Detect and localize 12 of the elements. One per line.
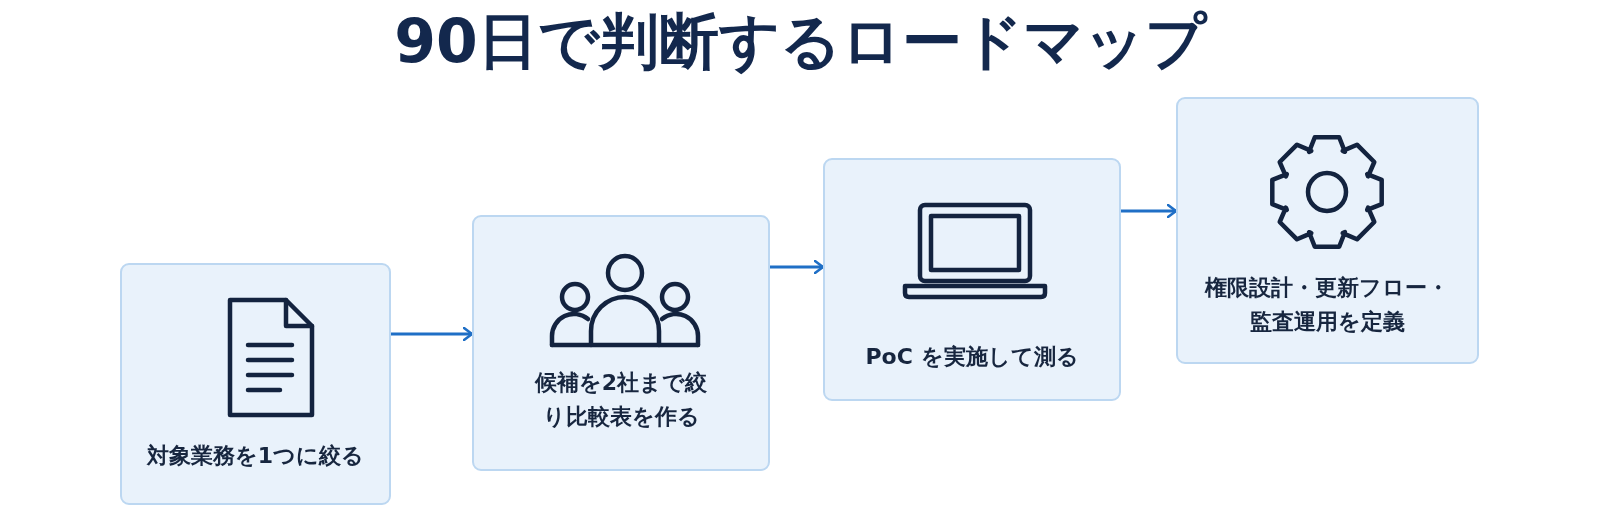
step-label: PoC を実施して測る: [864, 343, 1080, 371]
step-card: [472, 215, 770, 471]
step-card: [120, 263, 391, 505]
step-card: [823, 158, 1121, 401]
arrow: [391, 326, 474, 342]
step-label: 対象業務を1つに絞る: [145, 442, 366, 470]
arrow: [770, 259, 825, 275]
step-label: 権限設計・更新フロー・監査運用を定義: [1204, 274, 1451, 336]
step-card: [1176, 97, 1479, 364]
title: 90日で判断するロードマップ: [393, 5, 1209, 78]
arrow: [1121, 203, 1178, 219]
step-label: 候補を2社まで絞り比較表を作る: [533, 369, 709, 431]
